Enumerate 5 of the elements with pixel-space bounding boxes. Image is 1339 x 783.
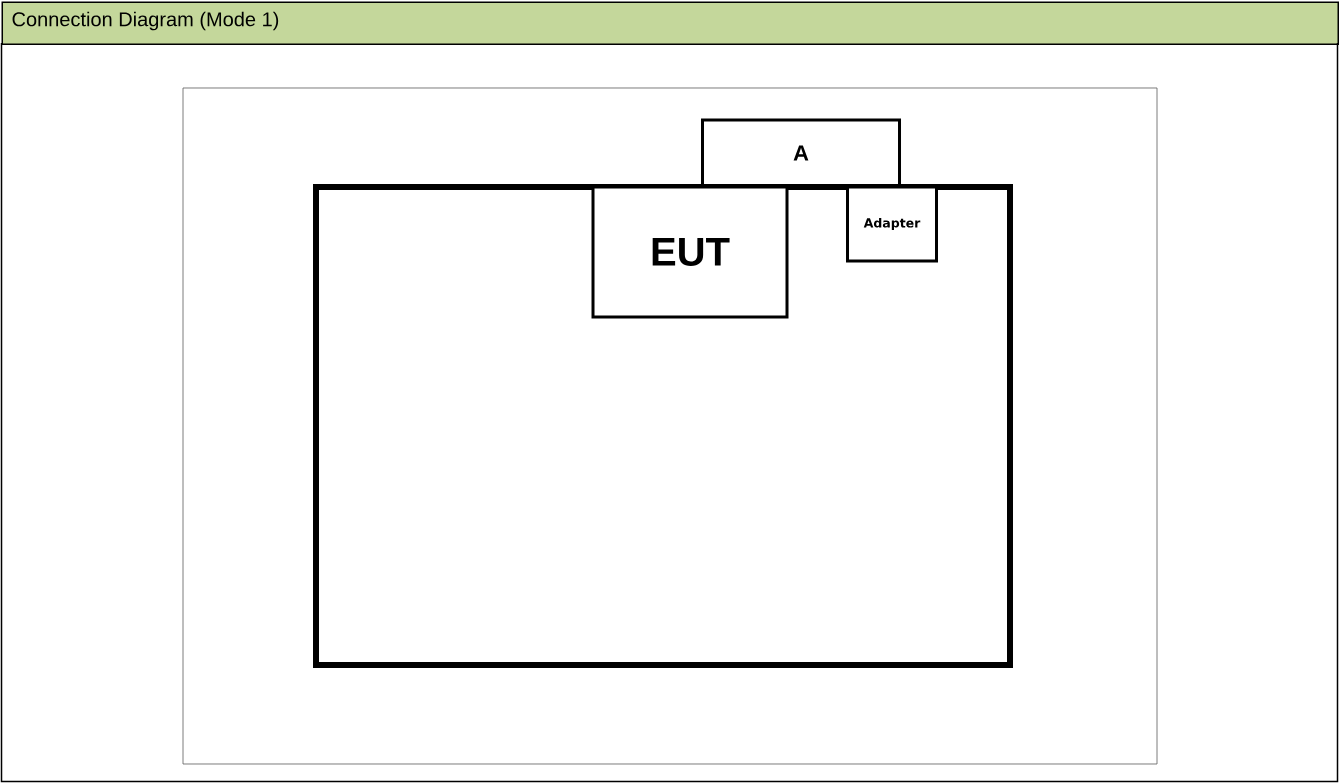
component-box: A [701,118,901,188]
title-bar: Connection Diagram (Mode 1) [1,1,1339,45]
device-box: EUT [591,185,789,319]
adapter-box: Adapter [846,185,938,263]
device-outline-box [313,184,1013,668]
